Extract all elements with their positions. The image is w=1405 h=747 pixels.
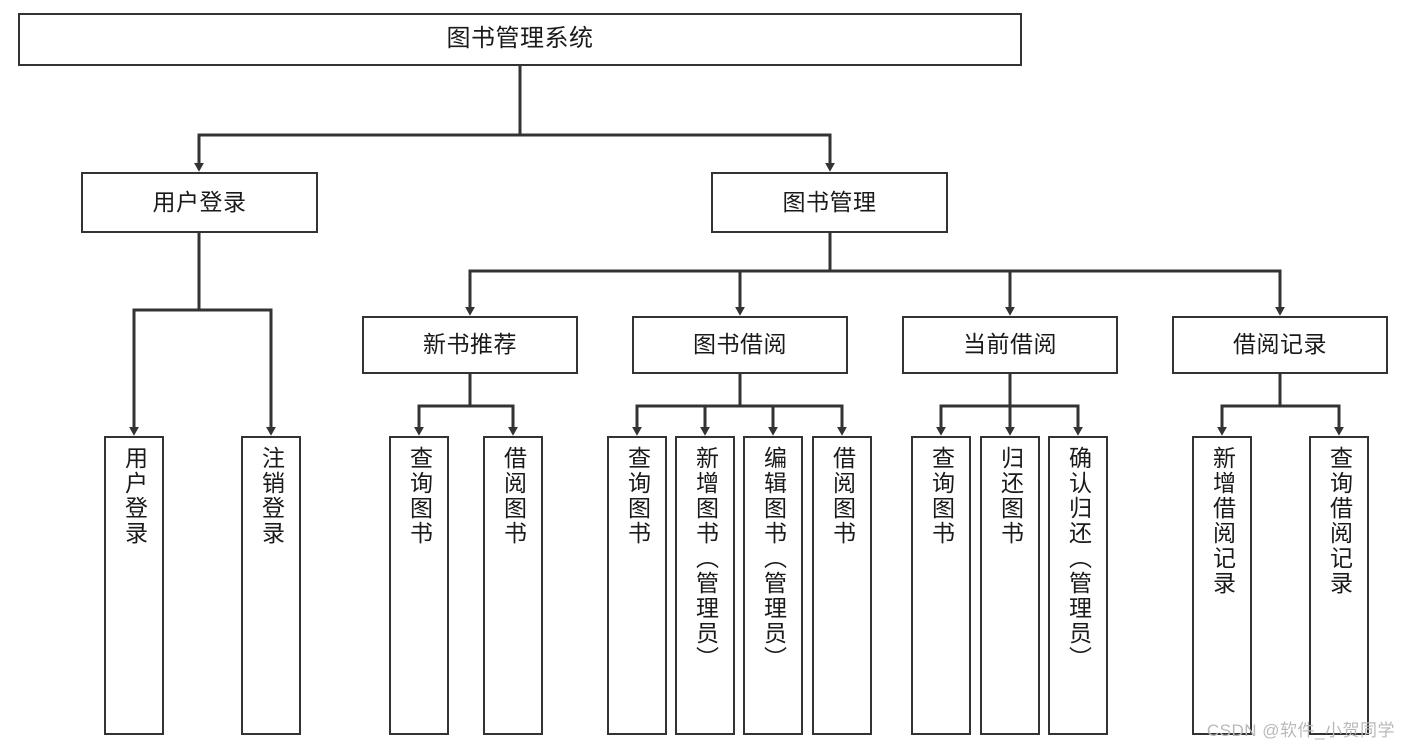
leaf-borrow-book-1[interactable]: 借阅图书 (483, 436, 543, 735)
node-label: 编辑图书（管理员） (760, 446, 787, 671)
node-label: 新增图书（管理员） (692, 446, 719, 671)
leaf-edit-book[interactable]: 编辑图书（管理员） (743, 436, 803, 735)
node-label: 确认归还（管理员） (1065, 446, 1092, 671)
node-label: 当前借阅 (963, 331, 1057, 358)
leaf-return-book[interactable]: 归还图书 (980, 436, 1040, 735)
node-label: 用户登录 (152, 188, 247, 215)
leaf-borrow-book-2[interactable]: 借阅图书 (812, 436, 872, 735)
node-user-login[interactable]: 用户登录 (81, 172, 318, 233)
node-label: 查询借阅记录 (1326, 446, 1353, 596)
node-label: 借阅记录 (1233, 331, 1327, 358)
leaf-user-login[interactable]: 用户登录 (104, 436, 164, 735)
node-book-management[interactable]: 图书管理 (711, 172, 948, 233)
leaf-add-book[interactable]: 新增图书（管理员） (675, 436, 735, 735)
node-label: 用户登录 (121, 446, 148, 546)
node-label: 查询图书 (406, 446, 433, 546)
watermark: CSDN @软件_小贺同学 (1206, 721, 1395, 740)
node-label: 归还图书 (997, 446, 1024, 546)
node-label: 查询图书 (928, 446, 955, 546)
leaf-user-logout[interactable]: 注销登录 (241, 436, 301, 735)
leaf-add-record[interactable]: 新增借阅记录 (1192, 436, 1252, 735)
leaf-confirm-return[interactable]: 确认归还（管理员） (1048, 436, 1108, 735)
node-current-borrow[interactable]: 当前借阅 (902, 316, 1118, 374)
node-label: 图书借阅 (693, 331, 787, 358)
node-label: 注销登录 (258, 446, 285, 546)
node-root-book-management-system[interactable]: 图书管理系统 (18, 13, 1022, 66)
node-label: 图书管理系统 (446, 25, 594, 53)
node-book-borrow[interactable]: 图书借阅 (632, 316, 848, 374)
node-label: 查询图书 (624, 446, 651, 546)
leaf-query-book-3[interactable]: 查询图书 (911, 436, 971, 735)
node-new-book-recommend[interactable]: 新书推荐 (362, 316, 578, 374)
node-label: 图书管理 (782, 188, 877, 215)
node-label: 新书推荐 (423, 331, 517, 358)
leaf-query-book-2[interactable]: 查询图书 (607, 436, 667, 735)
node-label: 新增借阅记录 (1209, 446, 1236, 596)
node-label: 借阅图书 (500, 446, 527, 546)
node-borrow-record[interactable]: 借阅记录 (1172, 316, 1388, 374)
leaf-query-book-1[interactable]: 查询图书 (389, 436, 449, 735)
leaf-query-record[interactable]: 查询借阅记录 (1309, 436, 1369, 735)
node-label: 借阅图书 (829, 446, 856, 546)
